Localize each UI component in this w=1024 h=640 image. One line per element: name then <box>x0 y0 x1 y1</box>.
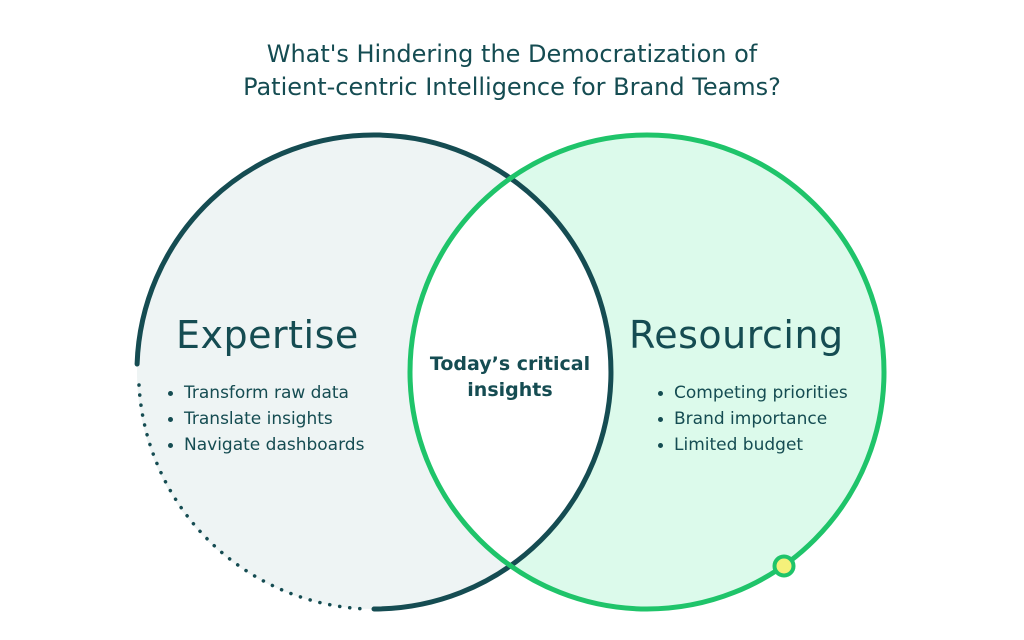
expertise-list: Transform raw data Translate insights Na… <box>166 380 364 458</box>
title-line-1: What's Hindering the Democratization of <box>266 40 758 68</box>
title-line-2: Patient-centric Intelligence for Brand T… <box>243 73 781 101</box>
yellow-marker-dot <box>772 554 796 578</box>
resourcing-item: Limited budget <box>656 432 848 458</box>
expertise-circle-dotted-arc <box>137 383 368 611</box>
expertise-item: Transform raw data <box>166 380 364 406</box>
expertise-circle-outline <box>134 132 614 612</box>
resourcing-circle-outline <box>407 132 887 612</box>
resourcing-item: Competing priorities <box>656 380 848 406</box>
diagram-title: What's Hindering the Democratization of … <box>0 38 1024 104</box>
resourcing-item: Brand importance <box>656 406 848 432</box>
resourcing-list: Competing priorities Brand importance Li… <box>656 380 848 458</box>
intersection-label: Today’s critical insights <box>429 353 591 401</box>
expertise-heading: Expertise <box>176 313 359 357</box>
intersection-region <box>410 135 611 609</box>
expertise-item: Translate insights <box>166 406 364 432</box>
resourcing-heading: Resourcing <box>629 313 844 357</box>
expertise-item: Navigate dashboards <box>166 432 364 458</box>
